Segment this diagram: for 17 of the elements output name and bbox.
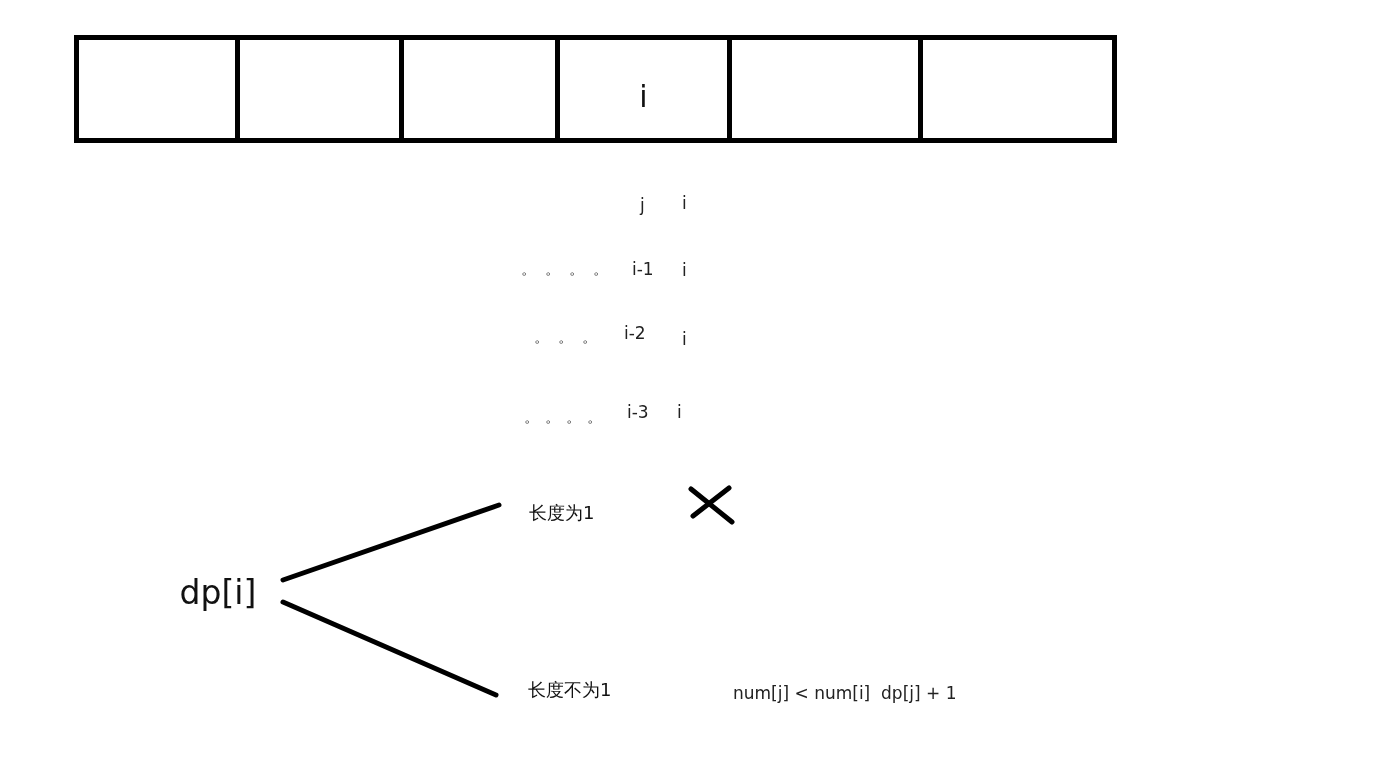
ellipsis-dots: 。。。 — [534, 330, 606, 345]
node-label: 长度不为1 — [528, 681, 612, 699]
node-label: dp[i] — [179, 575, 257, 609]
index-label: i — [677, 404, 682, 421]
index-label: i-1 — [632, 261, 654, 278]
index-label: i — [682, 331, 687, 348]
connector-line — [280, 502, 502, 583]
connector-line — [280, 599, 499, 698]
node-label: 长度为1 — [529, 504, 595, 522]
ellipsis-dots: 。。。。 — [521, 262, 617, 277]
index-label: i-3 — [627, 404, 649, 421]
index-label: i-2 — [624, 325, 646, 342]
index-label: j — [640, 197, 645, 214]
index-label: i — [682, 195, 687, 212]
ellipsis-dots: 。。。。 — [524, 410, 608, 425]
index-label: i — [682, 262, 687, 279]
formula-text: num[j] < num[i] dp[j] + 1 — [733, 685, 957, 702]
